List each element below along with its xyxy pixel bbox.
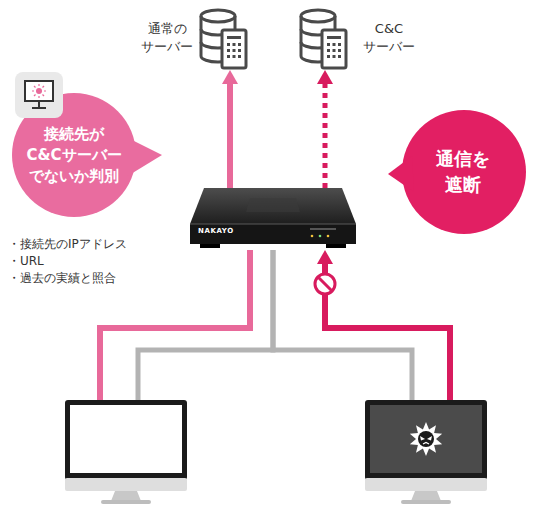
computer-monitor — [365, 400, 487, 505]
text-group: NAKAYO — [198, 228, 234, 235]
text-group: 通信を 遮断 — [401, 110, 525, 234]
text-group: 接続先が C&Cサーバー でないか判別 — [12, 93, 136, 217]
router-device: NAKAYO — [190, 188, 356, 250]
brand-label: NAKAYO — [198, 228, 234, 235]
malware-icon — [410, 422, 442, 456]
bubble-text: 通信を 遮断 — [436, 146, 490, 198]
router-illustration — [190, 188, 356, 248]
bullet-text: ・過去の実績と照合 — [8, 270, 127, 287]
network-wire — [138, 250, 273, 400]
bubble-tail — [388, 156, 414, 192]
server-icon — [201, 10, 246, 68]
monitor-pictogram — [15, 72, 63, 118]
text-group: C&C サーバー — [363, 20, 415, 55]
bubble-tail — [126, 137, 162, 177]
speech-bubble: 接続先が C&Cサーバー でないか判別 — [12, 93, 162, 217]
bullet-text: ・URL — [8, 253, 127, 270]
blocked-traffic-arrow — [325, 260, 450, 400]
bullet-text: ・接続先のIPアドレス — [8, 236, 127, 253]
server-label: C&C サーバー — [363, 20, 415, 55]
bubble-text: 接続先が C&Cサーバー でないか判別 — [26, 124, 121, 187]
speech-bubble: 通信を 遮断 — [388, 110, 528, 234]
server-node: C&C サーバー — [298, 8, 353, 70]
computer-monitor — [65, 400, 187, 505]
server-node: 通常の サーバー — [198, 8, 253, 70]
bubble-circle — [12, 93, 136, 217]
note-list: ・接続先のIPアドレス・URL・過去の実績と照合 — [8, 236, 127, 287]
traffic-line — [100, 250, 250, 400]
bubble-circle — [402, 110, 526, 234]
computer-illustration — [65, 400, 187, 504]
blocked-traffic-arrow — [323, 80, 328, 188]
text-group: 通常の サーバー — [141, 20, 193, 55]
server-label: 通常の サーバー — [141, 20, 193, 55]
computer-illustration — [365, 400, 487, 504]
block-symbol — [315, 274, 335, 294]
bubble-shape — [388, 110, 528, 234]
server-icon — [301, 10, 346, 68]
traffic-arrow — [227, 80, 233, 188]
